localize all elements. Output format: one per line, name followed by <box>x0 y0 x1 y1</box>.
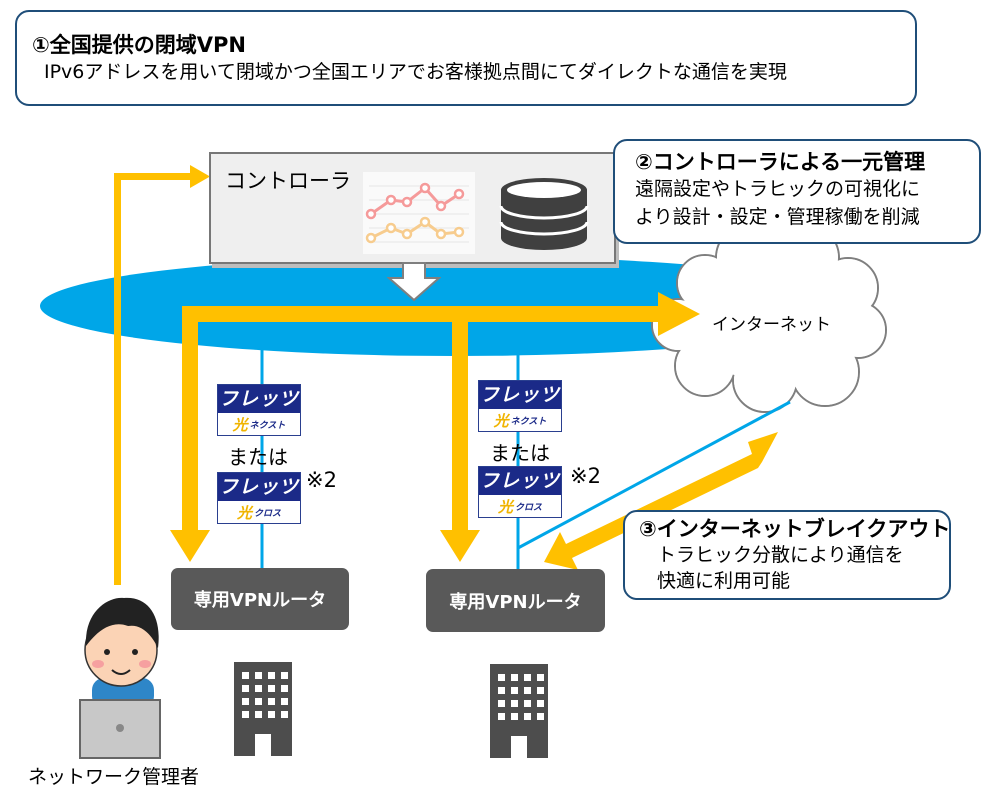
office-building-icon <box>226 662 300 760</box>
flets-logo-hikari: 光 <box>493 411 509 430</box>
flets-logo-sub: ネクスト <box>510 416 547 427</box>
callout-title: ②コントローラによる一元管理 <box>635 150 926 174</box>
vpn-router: 専用VPNルータ <box>426 569 605 632</box>
flets-logo-sub: クロス <box>254 508 282 519</box>
or-label: または <box>490 441 550 465</box>
callout-body-line2: より設計・設定・管理稼働を削減 <box>635 206 920 228</box>
callout-internet-breakout: ③インターネットブレイクアウト トラヒック分散により通信を 快適に利用可能 <box>623 510 951 600</box>
flets-logo-main: フレッツ <box>479 467 561 495</box>
flets-logo-hikari: 光 <box>497 497 513 516</box>
flets-logo-sub: クロス <box>515 502 543 513</box>
callout-body: IPv6アドレスを用いて閉域かつ全国エリアでお客様拠点間にてダイレクトな通信を実… <box>44 61 787 83</box>
flets-logo-main: フレッツ <box>479 381 561 409</box>
callout-controller-management: ②コントローラによる一元管理 遠隔設定やトラヒックの可視化に より設計・設定・管… <box>613 139 981 244</box>
callout-title: ③インターネットブレイクアウト <box>639 517 951 541</box>
callout-body-line1: 遠隔設定やトラヒックの可視化に <box>635 178 921 200</box>
controller-down-arrow <box>387 262 441 302</box>
office-building-icon <box>490 664 548 758</box>
flets-logo-main: フレッツ <box>218 473 300 501</box>
callout-body-line2: 快適に利用可能 <box>657 570 791 592</box>
flets-logo-sub: ネクスト <box>249 420 286 431</box>
vpn-router: 専用VPNルータ <box>171 568 349 630</box>
controller-label: コントローラ <box>225 169 351 193</box>
callout-closed-vpn: ①全国提供の閉域VPN IPv6アドレスを用いて閉域かつ全国エリアでお客様拠点間… <box>15 10 917 106</box>
database-icon <box>499 178 589 250</box>
admin-label: ネットワーク管理者 <box>28 766 200 788</box>
flets-cross-logo: フレッツ 光 クロス <box>478 466 562 518</box>
line-chart-icon <box>363 172 475 254</box>
internet-label: インターネット <box>712 315 831 335</box>
person-with-laptop-icon <box>79 597 161 759</box>
controller-box: コントローラ <box>209 152 616 264</box>
flets-logo-hikari: 光 <box>236 503 252 522</box>
flets-logo-hikari: 光 <box>232 415 248 434</box>
callout-title: ①全国提供の閉域VPN <box>32 33 246 57</box>
callout-body-line1: トラヒック分散により通信を <box>657 544 904 566</box>
traffic-arrows <box>114 165 778 585</box>
flets-cross-logo: フレッツ 光 クロス <box>217 472 301 524</box>
flets-logo-main: フレッツ <box>218 385 300 413</box>
flets-next-logo: フレッツ 光 ネクスト <box>217 384 301 436</box>
footnote-mark: ※2 <box>570 464 601 488</box>
footnote-mark: ※2 <box>306 468 337 492</box>
or-label: または <box>228 445 288 469</box>
flets-next-logo: フレッツ 光 ネクスト <box>478 380 562 432</box>
